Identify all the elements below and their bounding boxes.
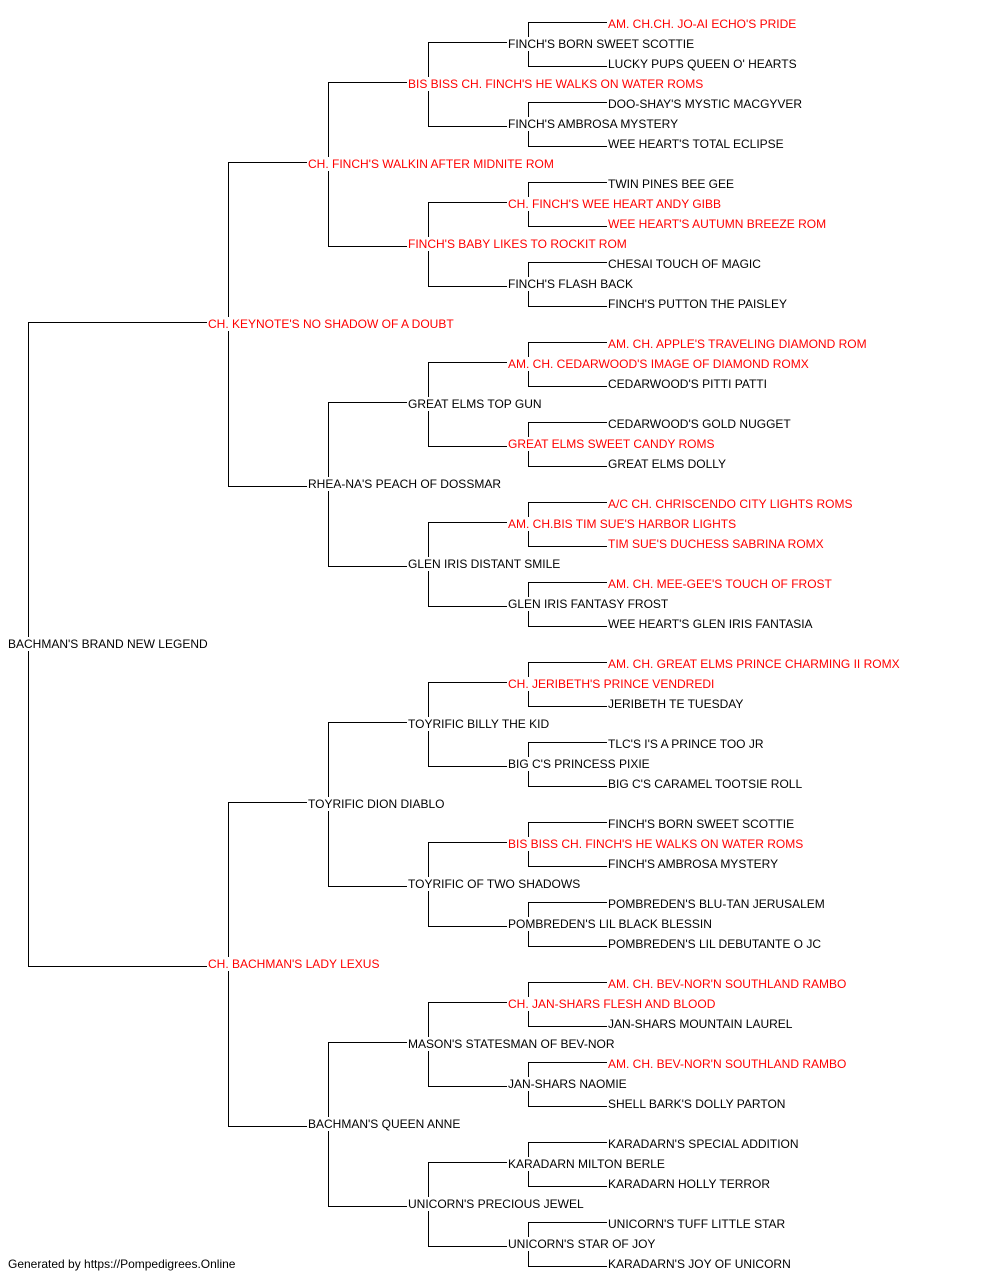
- pedigree-name-gen4: UNICORN'S STAR OF JOY: [507, 1237, 657, 1251]
- pedigree-name-gen5: POMBREDEN'S LIL DEBUTANTE O JC: [607, 937, 822, 951]
- pedigree-name-gen5: CEDARWOOD'S GOLD NUGGET: [607, 417, 792, 431]
- pedigree-name-gen4: GREAT ELMS SWEET CANDY ROMS: [507, 437, 716, 451]
- pedigree-name-great-grandparents: FINCH'S BABY LIKES TO ROCKIT ROM: [407, 237, 628, 251]
- pedigree-name-gen5: WEE HEART'S TOTAL ECLIPSE: [607, 137, 785, 151]
- pedigree-name-gen4: CH. JAN-SHARS FLESH AND BLOOD: [507, 997, 717, 1011]
- footer-credit: Generated by https://Pompedigrees.Online: [8, 1257, 236, 1271]
- pedigree-name-gen5: UNICORN'S TUFF LITTLE STAR: [607, 1217, 787, 1231]
- pedigree-name-gen5: WEE HEART'S AUTUMN BREEZE ROM: [607, 217, 828, 231]
- pedigree-name-gen5: CHESAI TOUCH OF MAGIC: [607, 257, 762, 271]
- pedigree-name-gen5: TIM SUE'S DUCHESS SABRINA ROMX: [607, 537, 825, 551]
- pedigree-name-gen5: AM. CH.CH. JO-AI ECHO'S PRIDE: [607, 17, 798, 31]
- pedigree-name-gen5: BIG C'S CARAMEL TOOTSIE ROLL: [607, 777, 804, 791]
- pedigree-name-gen4: BIG C'S PRINCESS PIXIE: [507, 757, 651, 771]
- pedigree-name-gen4: POMBREDEN'S LIL BLACK BLESSIN: [507, 917, 713, 931]
- pedigree-name-gen4: FINCH'S AMBROSA MYSTERY: [507, 117, 680, 131]
- pedigree-name-gen5: KARADARN'S JOY OF UNICORN: [607, 1257, 792, 1271]
- pedigree-name-gen5: JAN-SHARS MOUNTAIN LAUREL: [607, 1017, 794, 1031]
- pedigree-name-gen4: CH. JERIBETH'S PRINCE VENDREDI: [507, 677, 716, 691]
- pedigree-name-gen5: POMBREDEN'S BLU-TAN JERUSALEM: [607, 897, 826, 911]
- pedigree-name-gen5: KARADARN HOLLY TERROR: [607, 1177, 772, 1191]
- pedigree-name-gen5: WEE HEART'S GLEN IRIS FANTASIA: [607, 617, 814, 631]
- pedigree-name-parents: CH. KEYNOTE'S NO SHADOW OF A DOUBT: [207, 317, 455, 331]
- pedigree-name-gen5: KARADARN'S SPECIAL ADDITION: [607, 1137, 800, 1151]
- pedigree-name-gen5: AM. CH. MEE-GEE'S TOUCH OF FROST: [607, 577, 833, 591]
- pedigree-name-great-grandparents: BIS BISS CH. FINCH'S HE WALKS ON WATER R…: [407, 77, 705, 91]
- pedigree-name-gen5: JERIBETH TE TUESDAY: [607, 697, 745, 711]
- pedigree-name-gen4: JAN-SHARS NAOMIE: [507, 1077, 628, 1091]
- pedigree-name-gen5: AM. CH. APPLE'S TRAVELING DIAMOND ROM: [607, 337, 868, 351]
- pedigree-name-gen5: FINCH'S AMBROSA MYSTERY: [607, 857, 780, 871]
- pedigree-name-gen5: TLC'S I'S A PRINCE TOO JR: [607, 737, 765, 751]
- pedigree-name-gen5: AM. CH. BEV-NOR'N SOUTHLAND RAMBO: [607, 977, 848, 991]
- pedigree-name-gen5: FINCH'S PUTTON THE PAISLEY: [607, 297, 788, 311]
- pedigree-name-gen5: GREAT ELMS DOLLY: [607, 457, 728, 471]
- pedigree-name-gen4: KARADARN MILTON BERLE: [507, 1157, 666, 1171]
- pedigree-name-gen5: FINCH'S BORN SWEET SCOTTIE: [607, 817, 796, 831]
- pedigree-name-gen5: TWIN PINES BEE GEE: [607, 177, 736, 191]
- pedigree-name-gen4: FINCH'S BORN SWEET SCOTTIE: [507, 37, 696, 51]
- pedigree-name-gen5: A/C CH. CHRISCENDO CITY LIGHTS ROMS: [607, 497, 854, 511]
- pedigree-name-gen4: CH. FINCH'S WEE HEART ANDY GIBB: [507, 197, 722, 211]
- pedigree-name-gen5: DOO-SHAY'S MYSTIC MACGYVER: [607, 97, 804, 111]
- pedigree-name-gen5: LUCKY PUPS QUEEN O' HEARTS: [607, 57, 798, 71]
- pedigree-name-gen4: AM. CH. CEDARWOOD'S IMAGE OF DIAMOND ROM…: [507, 357, 810, 371]
- pedigree-name-great-grandparents: TOYRIFIC BILLY THE KID: [407, 717, 551, 731]
- pedigree-name-great-grandparents: UNICORN'S PRECIOUS JEWEL: [407, 1197, 585, 1211]
- pedigree-name-gen4: FINCH'S FLASH BACK: [507, 277, 634, 291]
- pedigree-name-grandparents: TOYRIFIC DION DIABLO: [307, 797, 446, 811]
- pedigree-name-great-grandparents: MASON'S STATESMAN OF BEV-NOR: [407, 1037, 616, 1051]
- pedigree-name-parents: CH. BACHMAN'S LADY LEXUS: [207, 957, 381, 971]
- pedigree-name-grandparents: RHEA-NA'S PEACH OF DOSSMAR: [307, 477, 502, 491]
- pedigree-name-great-grandparents: TOYRIFIC OF TWO SHADOWS: [407, 877, 582, 891]
- pedigree-name-grandparents: BACHMAN'S QUEEN ANNE: [307, 1117, 462, 1131]
- pedigree-name-gen4: GLEN IRIS FANTASY FROST: [507, 597, 670, 611]
- pedigree-name-great-grandparents: GLEN IRIS DISTANT SMILE: [407, 557, 562, 571]
- pedigree-name-great-grandparents: GREAT ELMS TOP GUN: [407, 397, 543, 411]
- pedigree-name-gen5: AM. CH. GREAT ELMS PRINCE CHARMING II RO…: [607, 657, 901, 671]
- pedigree-name-gen5: CEDARWOOD'S PITTI PATTI: [607, 377, 768, 391]
- pedigree-name-gen5: SHELL BARK'S DOLLY PARTON: [607, 1097, 787, 1111]
- pedigree-name-gen5: AM. CH. BEV-NOR'N SOUTHLAND RAMBO: [607, 1057, 848, 1071]
- pedigree-name-grandparents: CH. FINCH'S WALKIN AFTER MIDNITE ROM: [307, 157, 555, 171]
- pedigree-name-subject: BACHMAN'S BRAND NEW LEGEND: [7, 637, 209, 651]
- pedigree-name-gen4: AM. CH.BIS TIM SUE'S HARBOR LIGHTS: [507, 517, 738, 531]
- pedigree-name-gen4: BIS BISS CH. FINCH'S HE WALKS ON WATER R…: [507, 837, 805, 851]
